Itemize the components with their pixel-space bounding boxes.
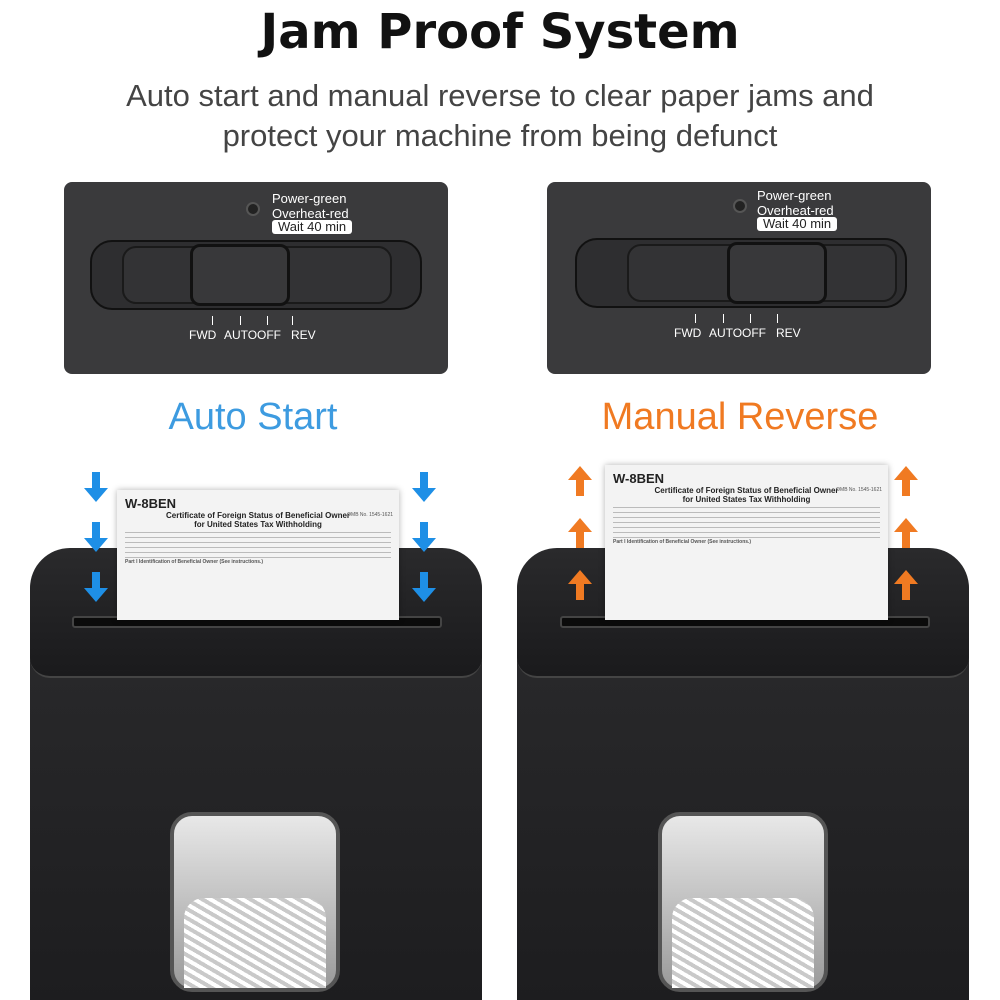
manual-reverse-heading: Manual Reverse bbox=[601, 396, 879, 438]
rev-label: REV bbox=[776, 326, 801, 340]
control-panel-left: Power-green Overheat-red Wait 40 min FWD… bbox=[64, 182, 448, 374]
form-title-1: Certificate of Foreign Status of Benefic… bbox=[165, 511, 351, 520]
indicator-led-icon bbox=[733, 199, 747, 213]
off-label: OFF bbox=[742, 326, 766, 340]
form-omb-number: OMB No. 1545-1621 bbox=[347, 512, 393, 518]
mode-switch-track[interactable] bbox=[575, 238, 907, 308]
down-arrows-icon bbox=[412, 472, 436, 602]
auto-label: AUTO bbox=[224, 328, 258, 342]
page-title: Jam Proof System bbox=[260, 4, 740, 60]
form-part: Part I Identification of Beneficial Owne… bbox=[613, 537, 880, 545]
mode-switch-knob[interactable] bbox=[190, 244, 290, 306]
auto-start-heading: Auto Start bbox=[168, 396, 338, 438]
form-number: W-8BEN bbox=[125, 496, 177, 511]
form-omb-number: OMB No. 1545-1621 bbox=[836, 487, 882, 493]
form-part: Part I Identification of Beneficial Owne… bbox=[125, 557, 391, 565]
up-arrows-icon bbox=[894, 466, 918, 600]
bin-window bbox=[170, 812, 340, 992]
fwd-label: FWD bbox=[189, 328, 217, 342]
up-arrows-icon bbox=[568, 466, 592, 600]
wait-label: Wait 40 min bbox=[757, 217, 838, 231]
power-label: Power-green bbox=[757, 188, 832, 203]
power-label: Power-green bbox=[272, 191, 347, 206]
fwd-label: FWD bbox=[674, 326, 702, 340]
mode-switch-knob[interactable] bbox=[727, 242, 827, 304]
form-title-1: Certificate of Foreign Status of Benefic… bbox=[654, 486, 839, 495]
down-arrows-icon bbox=[84, 472, 108, 602]
subtitle-line-2: protect your machine from being defunct bbox=[222, 118, 778, 153]
subtitle-line-1: Auto start and manual reverse to clear p… bbox=[126, 78, 874, 113]
control-panel-right: Power-green Overheat-red Wait 40 min FWD… bbox=[547, 182, 931, 374]
mode-switch-track[interactable] bbox=[90, 240, 422, 310]
bin-window bbox=[658, 812, 828, 992]
overheat-label: Overheat-red bbox=[272, 206, 349, 221]
auto-label: AUTO bbox=[709, 326, 743, 340]
form-title-2: for United States Tax Withholding bbox=[194, 520, 322, 529]
overheat-label: Overheat-red bbox=[757, 203, 834, 218]
form-number: W-8BEN bbox=[613, 471, 665, 486]
w8ben-form: W-8BEN OMB No. 1545-1621 Certificate of … bbox=[605, 465, 888, 620]
form-title-2: for United States Tax Withholding bbox=[682, 495, 811, 504]
indicator-led-icon bbox=[246, 202, 260, 216]
off-label: OFF bbox=[257, 328, 281, 342]
w8ben-form: W-8BEN OMB No. 1545-1621 Certificate of … bbox=[117, 490, 399, 620]
rev-label: REV bbox=[291, 328, 316, 342]
wait-label: Wait 40 min bbox=[272, 220, 353, 234]
